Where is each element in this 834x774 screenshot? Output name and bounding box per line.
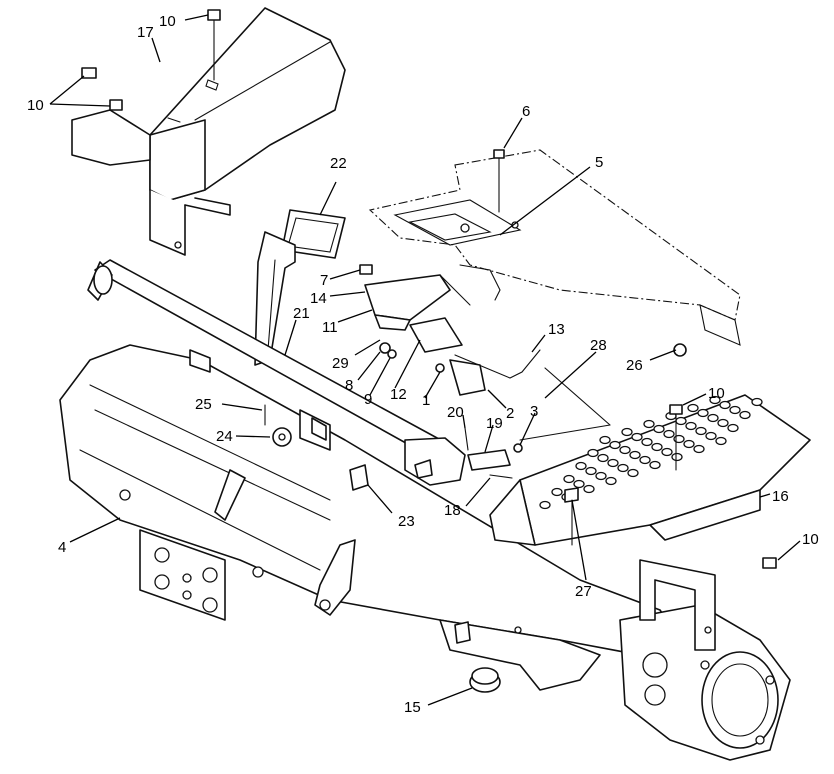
footrest-dimple: [695, 426, 707, 436]
callout-9: 9: [364, 391, 372, 408]
callout-12: 12: [390, 386, 407, 403]
callout-labels: 10 17 10 6 5 22 7 14 11 21 29 8 9 12 1 1…: [27, 13, 819, 716]
footrest-dimple: [651, 442, 663, 452]
footrest-dimple: [705, 431, 717, 441]
footrest-dimple: [739, 410, 751, 420]
footrest-dimple: [585, 466, 597, 476]
footrest-dimple: [583, 484, 595, 494]
callout-8: 8: [345, 377, 353, 394]
callout-18: 18: [444, 502, 461, 519]
footrest-dimple: [641, 437, 653, 447]
footrest-dimple: [539, 500, 551, 510]
callout-1: 1: [422, 392, 430, 409]
callout-13: 13: [548, 321, 565, 338]
callout-3: 3: [530, 403, 538, 420]
callout-16: 16: [772, 488, 789, 505]
callout-10-footrest: 10: [708, 385, 725, 402]
top-cover-plate: [368, 149, 741, 346]
callout-28: 28: [590, 337, 607, 354]
footrest-dimple: [683, 439, 695, 449]
footrest-dimple: [671, 452, 683, 462]
footrest-dimple: [709, 395, 721, 405]
callout-25: 25: [195, 396, 212, 413]
footrest-dimple: [717, 418, 729, 428]
footrest-dimple: [707, 413, 719, 423]
callout-7: 7: [320, 272, 328, 289]
callout-22: 22: [330, 155, 347, 172]
footrest-dimple: [729, 405, 741, 415]
footrest-dimple: [631, 432, 643, 442]
callout-11: 11: [322, 319, 338, 336]
footrest-dimple: [607, 458, 619, 468]
footrest-dimple: [727, 423, 739, 433]
callout-4: 4: [58, 539, 66, 556]
footrest-dimple: [751, 397, 763, 407]
footrest-dimple: [605, 476, 617, 486]
callout-10-right: 10: [802, 531, 819, 548]
callout-6: 6: [522, 103, 530, 120]
footrest-dimple: [573, 479, 585, 489]
leader-lines: [49, 14, 801, 706]
footrest-dimple: [575, 461, 587, 471]
footrest-dimple: [609, 440, 621, 450]
footrest-dimple: [639, 455, 651, 465]
footrest-dimple: [619, 445, 631, 455]
footrest-dimple: [563, 474, 575, 484]
linkage-bracket: [364, 274, 471, 331]
clevis-and-pin: [464, 427, 513, 479]
footrest-dimple: [643, 419, 655, 429]
brake-rod: [454, 349, 611, 441]
callout-5: 5: [595, 154, 603, 171]
callout-15: 15: [404, 699, 421, 716]
callout-14: 14: [310, 290, 327, 307]
callout-27: 27: [575, 583, 592, 600]
footrest-dimple: [621, 427, 633, 437]
footrest-dimple: [627, 468, 639, 478]
callout-10-left: 10: [27, 97, 44, 114]
callout-24: 24: [216, 428, 233, 445]
callout-26: 26: [626, 357, 643, 374]
footrest-dimple: [653, 424, 665, 434]
footrest-dimple: [675, 416, 687, 426]
pedal-pad: [281, 209, 346, 259]
callout-20: 20: [447, 404, 464, 421]
footrest-dimple: [719, 400, 731, 410]
callout-21: 21: [293, 305, 310, 322]
footrest-dimple: [587, 448, 599, 458]
callout-19: 19: [486, 415, 503, 432]
footrest-dimple: [715, 436, 727, 446]
footrest-dimples: [539, 395, 763, 510]
footrest-dimple: [617, 463, 629, 473]
footrest-dimple: [697, 408, 709, 418]
cross-shaft: [87, 259, 466, 486]
footrest-dimple: [599, 435, 611, 445]
hardware: [81, 9, 777, 693]
footrest-dimple: [685, 421, 697, 431]
side-panel: [71, 7, 346, 256]
callout-23: 23: [398, 513, 415, 530]
footrest-dimple: [661, 447, 673, 457]
clevis-bracket: [449, 359, 486, 396]
axle-housing: [619, 559, 791, 761]
footrest-dimple: [687, 403, 699, 413]
footrest-plate: [489, 394, 811, 546]
footrest-dimple: [597, 453, 609, 463]
footrest-dimple: [629, 450, 641, 460]
footrest-dimple: [649, 460, 661, 470]
callout-17: 17: [137, 24, 154, 41]
lever-plate: [409, 317, 463, 353]
footrest-dimple: [551, 487, 563, 497]
pedal-arm: [254, 231, 296, 366]
footrest-dimple: [693, 444, 705, 454]
callout-10-top: 10: [159, 13, 176, 30]
callout-2: 2: [506, 405, 514, 422]
footrest-dimple: [663, 429, 675, 439]
callout-29: 29: [332, 355, 349, 372]
footrest-dimple: [595, 471, 607, 481]
